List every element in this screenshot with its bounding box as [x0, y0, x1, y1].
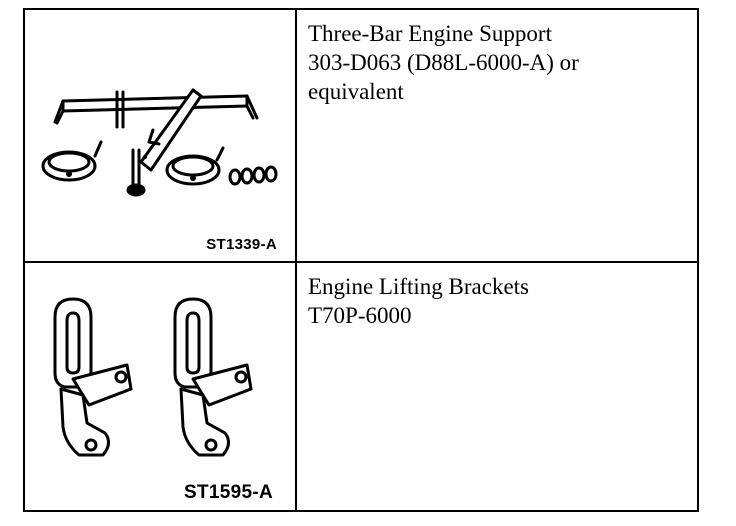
special-tools-table: ST1339-A Three-Bar Engine Support 303-D0… [23, 8, 699, 512]
tool-name: Three-Bar Engine Support [308, 21, 552, 46]
tool-description: Three-Bar Engine Support 303-D063 (D88L-… [297, 10, 697, 106]
tool-illustration-cell: ST1339-A [23, 8, 297, 263]
tool-name: Engine Lifting Brackets [308, 274, 529, 299]
tool-illustration-cell: ST1595-A [23, 261, 297, 512]
tool-number: 303-D063 (D88L-6000-A) or [308, 50, 579, 75]
three-bar-engine-support-illustration [41, 88, 278, 197]
illustration-id-label: ST1595-A [184, 482, 273, 503]
tool-description-cell: Three-Bar Engine Support 303-D063 (D88L-… [295, 8, 699, 263]
illustration-id-label: ST1339-A [206, 236, 277, 253]
tool-note: equivalent [308, 79, 404, 104]
tool-description: Engine Lifting Brackets T70P-6000 [297, 263, 697, 330]
tool-row: ST1595-A Engine Lifting Brackets T70P-60… [23, 261, 699, 512]
tool-row: ST1339-A Three-Bar Engine Support 303-D0… [23, 8, 699, 263]
tool-number: T70P-6000 [308, 303, 412, 328]
tool-description-cell: Engine Lifting Brackets T70P-6000 [295, 261, 699, 512]
engine-lifting-brackets-illustration [53, 297, 253, 457]
